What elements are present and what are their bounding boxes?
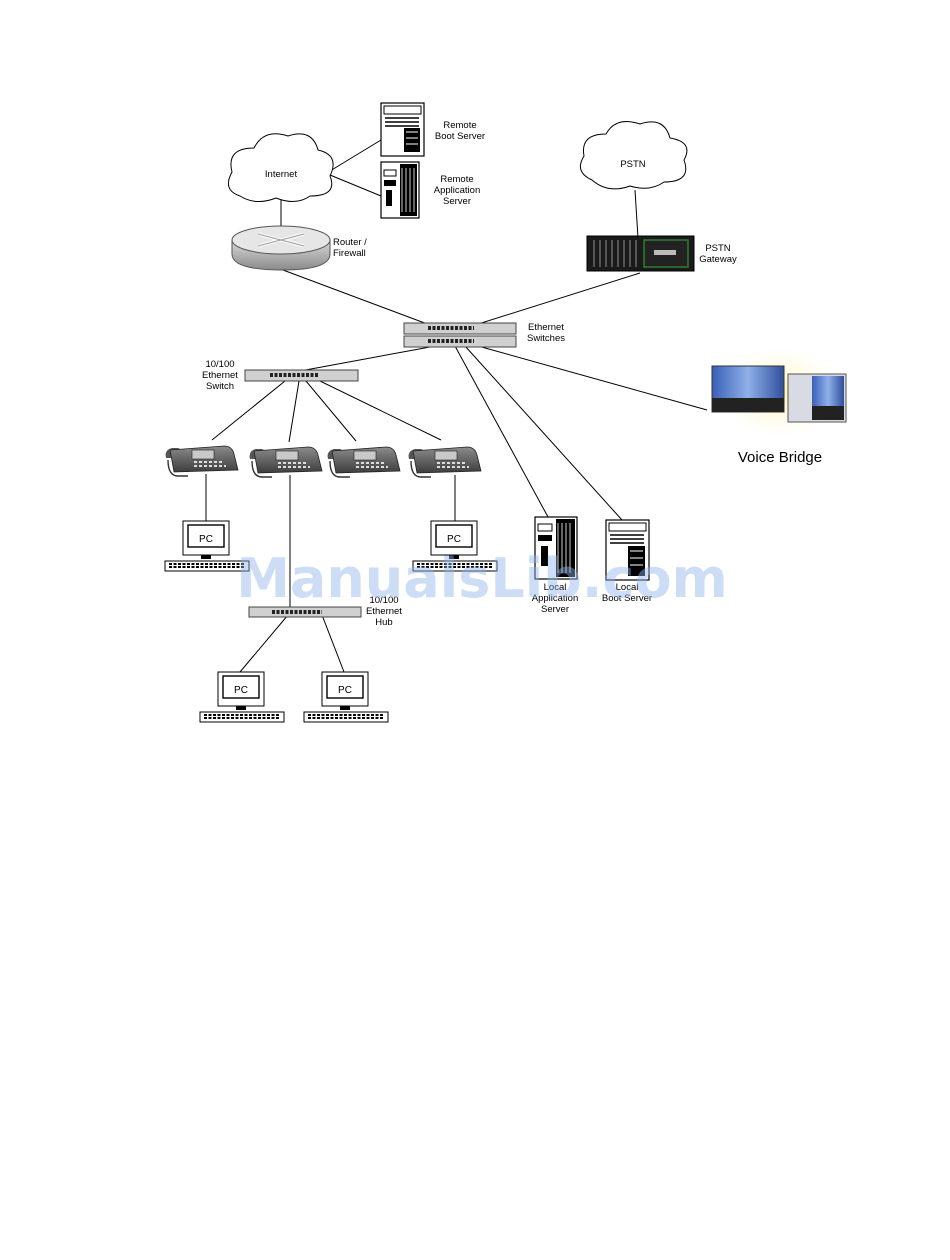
ip-phone-icon [328,447,400,477]
remote-boot-server-icon [381,103,424,156]
switch-10-100-label-1: 10/100 [205,359,234,370]
remote-application-server-label-3: Server [443,196,471,207]
voice-bridge-icon [712,346,846,438]
pc-icon [304,672,388,722]
pstn-gateway-label-1: PSTN [705,243,730,254]
pc-workstation: PC [200,672,284,722]
pc-label: PC [199,534,213,545]
router-icon [232,226,330,270]
router-firewall-label-1: Router / [333,237,367,248]
pstn-cloud: PSTN [580,122,687,189]
pstn-gateway-label-2: Gateway [699,254,737,265]
voice-bridge-label: Voice Bridge [738,449,822,466]
remote-boot-server-label-2: Boot Server [435,131,485,142]
pstn-gateway-icon [587,236,694,271]
ethernet-switches-icon [404,323,516,347]
ip-phone-icon [166,446,238,476]
switch-10-100-label-3: Switch [206,381,234,392]
internet-cloud: Internet [228,134,333,202]
watermark: ManualsLib.com [236,547,728,610]
pc-label: PC [447,534,461,545]
remote-boot-server-label-1: Remote [443,120,476,131]
router-firewall-label-2: Firewall [333,248,366,259]
pstn-label: PSTN [620,159,645,170]
hub-10-100-label-3: Hub [375,617,392,628]
pc-icon [200,672,284,722]
remote-application-server-icon [381,162,419,218]
switch-10-100-label-2: Ethernet [202,370,238,381]
remote-application-server-label-2: Application [434,185,480,196]
ethernet-switch-icon [245,370,358,381]
ethernet-switches-label-1: Ethernet [528,322,564,333]
remote-application-server-label-1: Remote [440,174,473,185]
pc-workstation: PC [304,672,388,722]
pc-label: PC [234,685,248,696]
internet-label: Internet [265,169,298,180]
ethernet-switches-label-2: Switches [527,333,565,344]
ip-phone-icon [250,447,322,477]
pc-label: PC [338,685,352,696]
ip-phone-icon [409,447,481,477]
